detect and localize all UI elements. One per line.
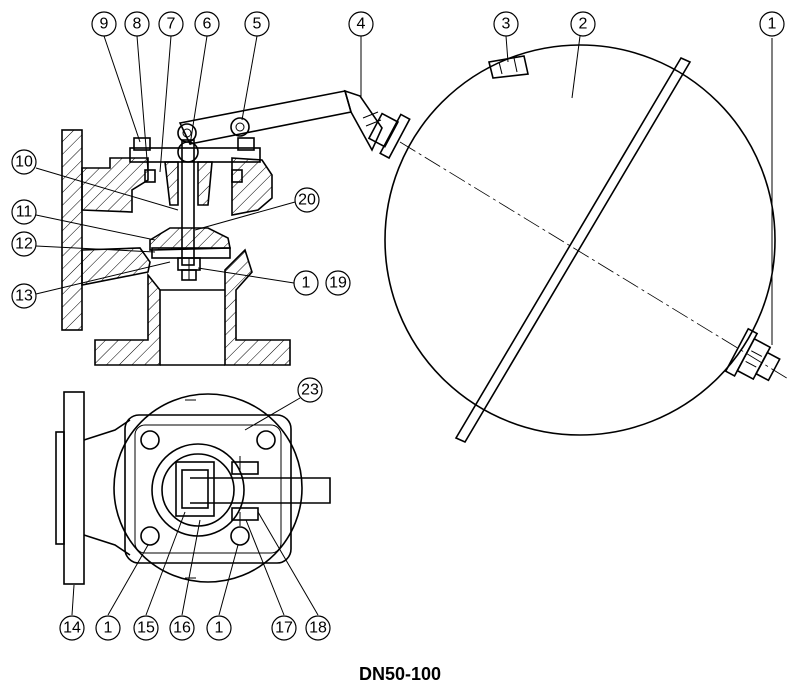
valve-body-lower-right: [224, 248, 291, 366]
svg-text:15: 15: [137, 620, 155, 637]
svg-text:4: 4: [357, 16, 366, 33]
float-centerline: [399, 141, 791, 381]
svg-text:3: 3: [502, 16, 511, 33]
svg-text:10: 10: [15, 154, 33, 171]
callout-1-top-right: 1: [759, 11, 785, 345]
svg-text:7: 7: [167, 16, 176, 33]
svg-text:23: 23: [301, 382, 319, 399]
square-cover-inner: [134, 424, 282, 554]
callout-9: 9: [91, 11, 141, 143]
svg-text:9: 9: [100, 16, 109, 33]
float-ball-assembly: [177, 44, 791, 444]
seal-left: [144, 169, 156, 183]
valve-disc: [149, 227, 231, 251]
cover-bolt-tl: [140, 430, 160, 450]
callout-1-bottom-left: 1: [95, 544, 149, 641]
valve-body-upper-right: [231, 157, 273, 216]
callout-8: 8: [124, 11, 150, 173]
top-view-arm: [190, 477, 331, 504]
side-flange-face: [55, 431, 65, 545]
svg-text:20: 20: [298, 192, 316, 209]
float-ball: [384, 44, 776, 436]
callout-1-bottom-mid: 1: [206, 544, 239, 641]
svg-text:1: 1: [104, 620, 113, 637]
svg-text:13: 13: [15, 288, 33, 305]
valve-body-lower: [81, 247, 151, 286]
callout-14: 14: [59, 584, 85, 641]
svg-text:17: 17: [275, 620, 293, 637]
svg-text:18: 18: [309, 620, 327, 637]
svg-text:1: 1: [768, 16, 777, 33]
callout-4: 4: [348, 11, 374, 98]
callout-2: 2: [570, 11, 596, 99]
svg-text:8: 8: [133, 16, 142, 33]
svg-text:11: 11: [16, 204, 33, 221]
callout-15: 15: [133, 511, 186, 641]
callout-7: 7: [158, 11, 184, 173]
drawing-caption: DN50-100: [358, 664, 442, 684]
callout-11: 11: [11, 199, 156, 241]
float-arm-bend: [343, 89, 383, 152]
svg-text:5: 5: [253, 16, 262, 33]
float-arm: [178, 90, 353, 145]
stem-guide-right: [197, 161, 213, 206]
callout-19: 19: [325, 270, 351, 296]
svg-text:14: 14: [63, 620, 81, 637]
callout-18: 18: [257, 511, 331, 641]
cover-bolt-br: [230, 526, 250, 546]
callout-1-valve: 1: [197, 267, 319, 296]
arm-socket: [367, 112, 400, 148]
callout-20: 20: [194, 187, 320, 231]
callout-5: 5: [241, 11, 270, 121]
center-ring-inner: [161, 453, 235, 527]
float-nut-flange: [724, 327, 759, 377]
center-ring-outer: [151, 443, 245, 537]
svg-text:1: 1: [302, 275, 311, 292]
valve-section-view: [61, 129, 291, 366]
svg-text:19: 19: [329, 275, 347, 292]
arm-bolt: [230, 117, 250, 137]
callout-17: 17: [245, 519, 297, 641]
arm-socket-flange: [379, 113, 411, 160]
hub: [175, 461, 215, 517]
seal-right: [231, 169, 243, 183]
side-flange: [63, 391, 85, 585]
svg-text:16: 16: [173, 620, 191, 637]
valve-body-upper: [81, 157, 149, 213]
svg-text:12: 12: [15, 236, 33, 253]
valve-top-view: [55, 391, 331, 585]
svg-text:6: 6: [203, 16, 212, 33]
callout-10: 10: [11, 149, 179, 211]
gland-nut-right: [237, 137, 255, 151]
callout-3: 3: [493, 11, 519, 63]
clamp-top: [231, 461, 259, 475]
callout-16: 16: [169, 519, 201, 641]
float-ball-rib: [454, 56, 692, 444]
stem-guide: [164, 161, 179, 206]
clamp-bottom: [231, 507, 259, 521]
gland-nut-left: [133, 137, 151, 151]
callout-23: 23: [244, 377, 323, 431]
inlet-flange: [61, 129, 83, 331]
valve-stem: [181, 139, 195, 266]
callout-12: 12: [11, 231, 156, 257]
callout-6: 6: [189, 11, 220, 146]
callout-13: 13: [11, 261, 171, 309]
float-top-plug: [488, 55, 529, 79]
svg-text:2: 2: [579, 16, 588, 33]
cover-bolt-tr: [256, 430, 276, 450]
body-neck: [83, 419, 131, 556]
cover-bolt-bl: [140, 526, 160, 546]
valve-bonnet: [129, 147, 261, 163]
float-nut: [736, 337, 772, 381]
valve-body-lower-left: [94, 272, 161, 366]
body-round: [113, 393, 303, 583]
square-cover: [124, 414, 292, 564]
svg-text:1: 1: [215, 620, 224, 637]
